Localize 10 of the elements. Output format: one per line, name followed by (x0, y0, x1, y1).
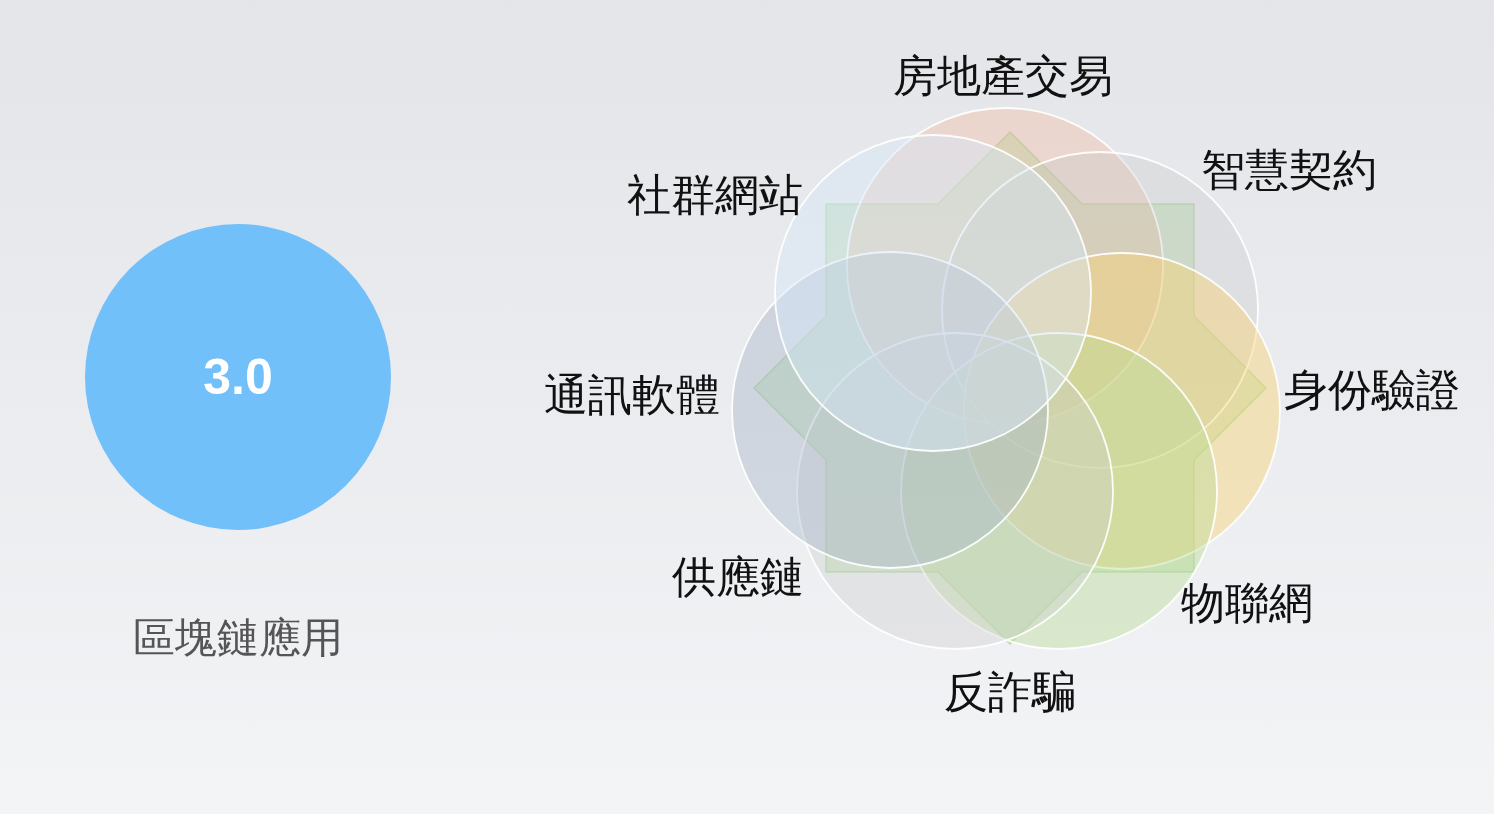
label: 智慧契約 (1201, 145, 1377, 195)
circle-label: 區塊鏈應用 (133, 614, 343, 662)
circle: 3.0 (85, 224, 391, 530)
label: 反詐騙 (944, 667, 1076, 717)
label: 社群網站 (627, 170, 803, 220)
label: 供應鏈 (672, 552, 804, 602)
label: 房地產交易 (893, 51, 1113, 101)
label: 身份驗證 (1284, 365, 1460, 415)
label: 通訊軟體 (544, 370, 720, 420)
label: 物聯網 (1181, 578, 1313, 628)
